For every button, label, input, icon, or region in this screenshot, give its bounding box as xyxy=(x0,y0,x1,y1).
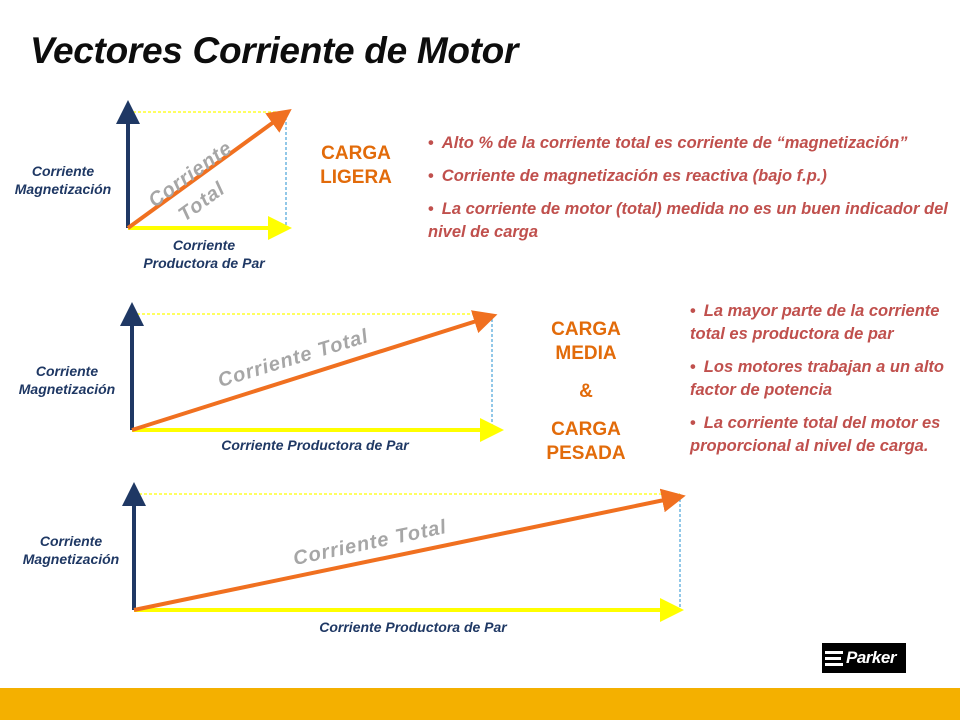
magnetization-label-medium: Corriente Magnetización xyxy=(6,362,128,398)
total-vector-medium xyxy=(131,310,498,432)
parker-logo: Parker xyxy=(822,643,906,673)
load-heavy-line1: CARGA xyxy=(551,419,621,440)
magnetization-label-light: Corriente Magnetización xyxy=(2,162,124,198)
bullets-heavy-load: •La mayor parte de la corriente total es… xyxy=(690,300,952,468)
bullet-text: Alto % de la corriente total es corrient… xyxy=(441,134,908,152)
load-heavy-line2: PESADA xyxy=(546,443,626,464)
bullet-item: •La corriente total del motor es proporc… xyxy=(690,414,941,455)
magnetization-label-heavy: Corriente Magnetización xyxy=(10,532,132,568)
magnetization-label-line2: Magnetización xyxy=(22,551,120,567)
bullets-light-load: •Alto % de la corriente total es corrien… xyxy=(428,132,953,254)
logo-text: Parker xyxy=(846,648,896,667)
bullet-text: La corriente de motor (total) medida no … xyxy=(428,200,948,241)
bullet-item: •Los motores trabajan a un alto factor d… xyxy=(690,358,944,399)
load-medium-heavy-label: CARGA MEDIA & CARGA PESADA xyxy=(530,318,642,466)
load-light-line2: LIGERA xyxy=(320,167,392,188)
page-title: Vectores Corriente de Motor xyxy=(30,30,519,71)
footer-bar xyxy=(0,688,960,720)
diagram-light-load xyxy=(116,100,292,240)
bullet-item: •La mayor parte de la corriente total es… xyxy=(690,302,940,343)
bullet-text: Corriente de magnetización es reactiva (… xyxy=(441,167,827,185)
magnetization-label-line2: Magnetización xyxy=(14,181,112,197)
bullet-item: •La corriente de motor (total) medida no… xyxy=(428,200,948,241)
magnetization-label-line2: Magnetización xyxy=(18,381,116,397)
load-medium-line2: MEDIA xyxy=(555,343,617,364)
load-light-line1: CARGA xyxy=(321,143,391,164)
bullet-item: •Corriente de magnetización es reactiva … xyxy=(428,167,827,185)
torque-label-medium: Corriente Productora de Par xyxy=(221,437,409,453)
torque-label-light: Corriente Productora de Par xyxy=(114,236,294,272)
torque-label-line2: Productora de Par xyxy=(143,255,265,271)
torque-label-heavy: Corriente Productora de Par xyxy=(319,619,507,635)
bullet-text: Los motores trabajan a un alto factor de… xyxy=(690,358,944,399)
total-vector-heavy xyxy=(133,488,686,612)
diagram-heavy-load xyxy=(122,482,686,622)
bullet-text: La corriente total del motor es proporci… xyxy=(690,414,941,455)
diagram-medium-load xyxy=(120,302,504,442)
magnetization-label-line1: Corriente xyxy=(39,533,103,549)
bullet-item: •Alto % de la corriente total es corrien… xyxy=(428,134,908,152)
torque-label-line1: Corriente xyxy=(172,237,236,253)
load-and: & xyxy=(579,381,593,402)
bullet-text: La mayor parte de la corriente total es … xyxy=(690,302,940,343)
load-light-label: CARGA LIGERA xyxy=(306,142,406,190)
load-medium-line1: CARGA xyxy=(551,319,621,340)
magnetization-label-line1: Corriente xyxy=(31,163,95,179)
magnetization-label-line1: Corriente xyxy=(35,363,99,379)
total-vector-light xyxy=(126,108,292,230)
